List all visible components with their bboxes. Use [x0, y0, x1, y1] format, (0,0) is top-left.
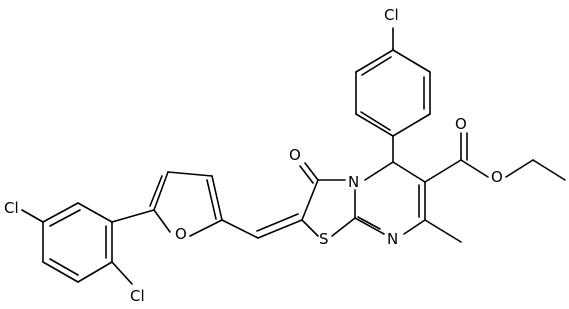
ester-group-bonds: [424, 132, 566, 183]
atom-n-imine: N: [387, 230, 398, 248]
atom-n-ring: N: [348, 173, 359, 191]
atom-o-ketone: O: [289, 146, 301, 164]
thiazole-ring-bonds: [299, 162, 356, 237]
methyl-bond: [424, 219, 462, 243]
atom-s-ring: S: [319, 230, 329, 248]
dichlorophenyl-bonds: [21, 202, 155, 285]
atom-o-ester: O: [491, 168, 503, 186]
atom-o-carbonyl: O: [455, 115, 467, 133]
atom-o-furan: O: [175, 225, 187, 243]
pyrimidine-ring-bonds: [354, 161, 426, 235]
furan-linker-bonds: [149, 171, 303, 239]
atom-cl-top: Cl: [384, 6, 399, 24]
chlorophenyl-top-bonds: [355, 27, 431, 163]
atom-cl-left: Cl: [4, 199, 19, 217]
atom-cl-bottom: Cl: [130, 287, 145, 305]
